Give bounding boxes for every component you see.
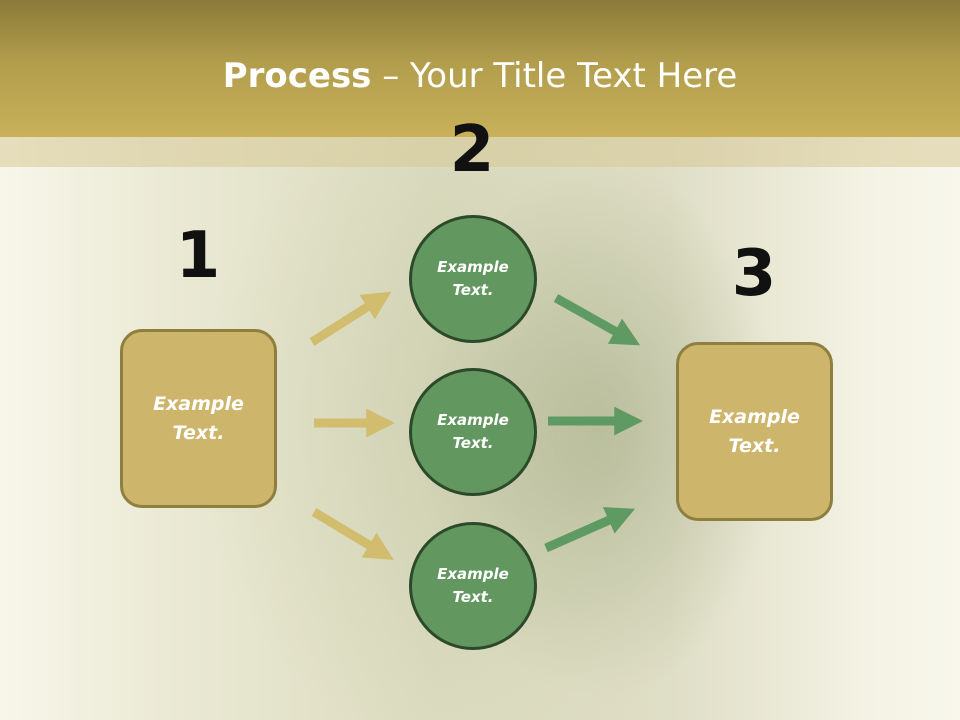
slide-title[interactable]: Process – Your Title Text Here xyxy=(0,56,960,96)
top-circle-text: Example Text. xyxy=(437,258,509,299)
arrow-to-bottom-circle xyxy=(311,508,394,560)
left-process-box[interactable]: Example Text. xyxy=(120,329,277,508)
arrow-from-top-circle xyxy=(553,294,641,346)
arrow-from-bottom-circle xyxy=(544,507,636,553)
bottom-circle[interactable]: Example Text. xyxy=(409,522,537,650)
top-circle[interactable]: Example Text. xyxy=(409,215,537,343)
title-bold: Process xyxy=(222,56,372,96)
middle-circle-text: Example Text. xyxy=(437,411,509,452)
left-box-text: Example Text. xyxy=(153,392,244,444)
title-banner: Process – Your Title Text Here xyxy=(0,0,960,137)
middle-circle[interactable]: Example Text. xyxy=(409,368,537,496)
header-band xyxy=(0,137,960,167)
title-rest: – Your Title Text Here xyxy=(371,56,738,96)
bottom-circle-text: Example Text. xyxy=(437,565,509,606)
right-process-box[interactable]: Example Text. xyxy=(676,342,833,521)
step-number-2: 2 xyxy=(449,113,495,187)
arrow-to-top-circle xyxy=(309,291,392,346)
right-box-text: Example Text. xyxy=(709,405,800,457)
step-number-1: 1 xyxy=(175,219,221,293)
step-number-3: 3 xyxy=(731,237,777,311)
